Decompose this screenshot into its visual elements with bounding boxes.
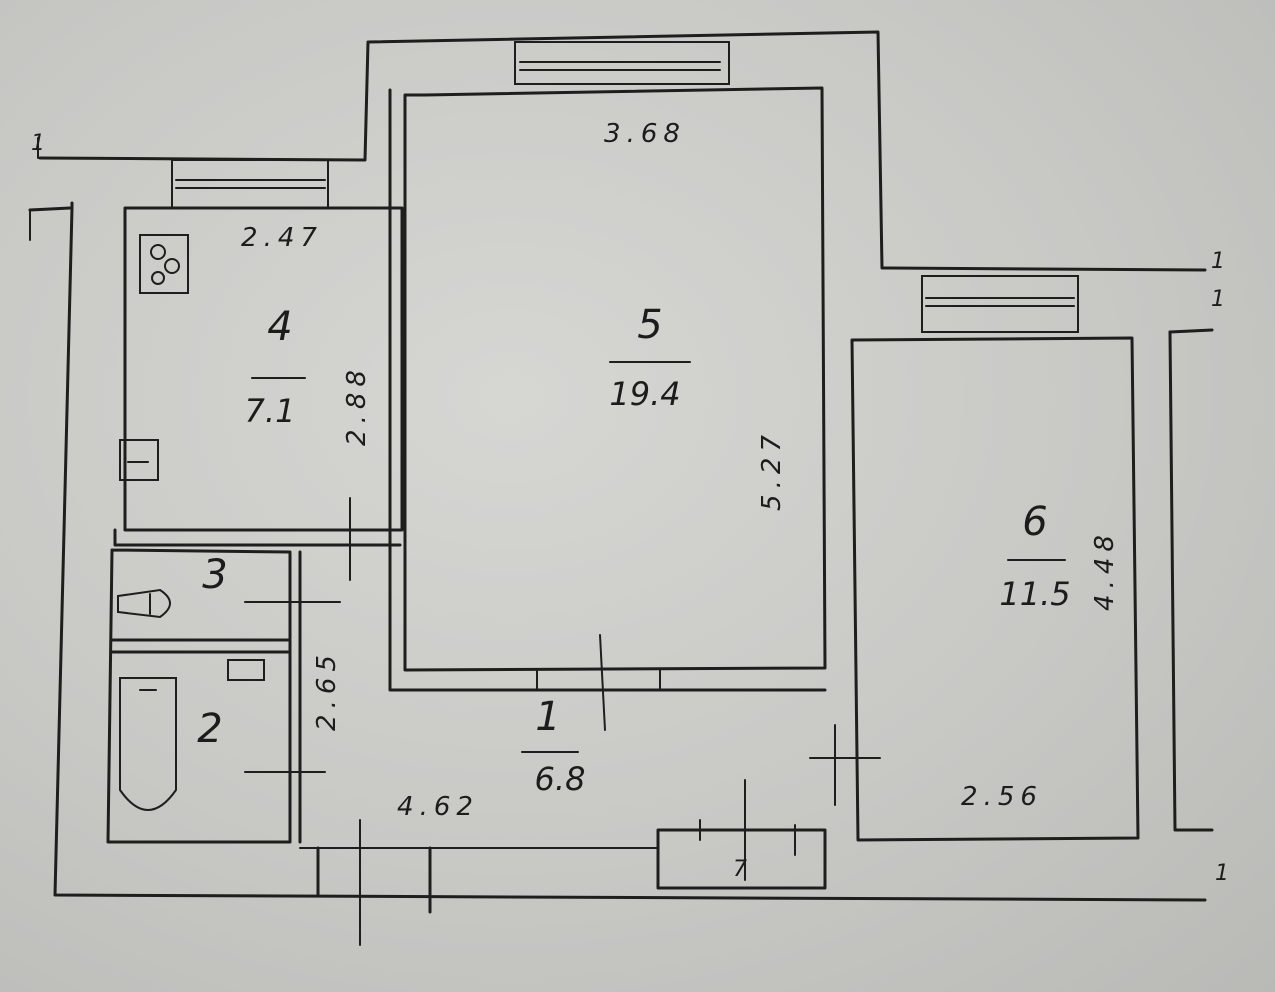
room-6-number: 6: [1022, 499, 1047, 545]
bathroom-sink: [227, 659, 265, 681]
bathtub: [119, 677, 177, 811]
corner-marker: 1: [1215, 861, 1229, 886]
room-5-width-dimension: 3.68: [604, 119, 686, 149]
room-6-length-dimension: 4.48: [1090, 529, 1120, 611]
room-4-width-dimension: 2.47: [241, 223, 323, 253]
outer-walls: [28, 30, 1214, 902]
kitchen-sink: [119, 439, 159, 481]
room-4-length-dimension: 2.88: [342, 364, 372, 446]
room-3-number: 3: [202, 552, 227, 598]
room-1-number: 1: [535, 694, 560, 740]
corridor-length-dimension: 4.62: [397, 792, 479, 822]
room-7-walls: [656, 779, 827, 890]
room-5-walls: [388, 86, 827, 731]
entrance: [299, 819, 659, 946]
room-4-number: 4: [267, 304, 292, 350]
corner-marker: 1: [31, 131, 45, 156]
room-1-area: 6.8: [535, 760, 586, 798]
room-4-area: 7.1: [245, 392, 296, 430]
corner-marker: 1: [1211, 287, 1225, 312]
room-6-walls: [809, 336, 1140, 842]
windows: [171, 41, 1079, 333]
room-6-width-dimension: 2.56: [961, 782, 1043, 812]
bathroom-walls: [106, 548, 341, 844]
room-5-number: 5: [637, 302, 662, 348]
toilet: [117, 588, 171, 619]
room-5-length-dimension: 5.27: [757, 429, 787, 511]
corner-marker: 1: [1211, 249, 1225, 274]
room-2-number: 2: [197, 706, 222, 752]
room-7-number: 7: [733, 857, 747, 882]
room-4-walls: [113, 206, 404, 581]
stove: [139, 234, 189, 294]
bath-length-dimension: 2.65: [312, 649, 342, 731]
room-5-area: 19.4: [609, 375, 680, 413]
room-6-area: 11.5: [999, 575, 1070, 613]
